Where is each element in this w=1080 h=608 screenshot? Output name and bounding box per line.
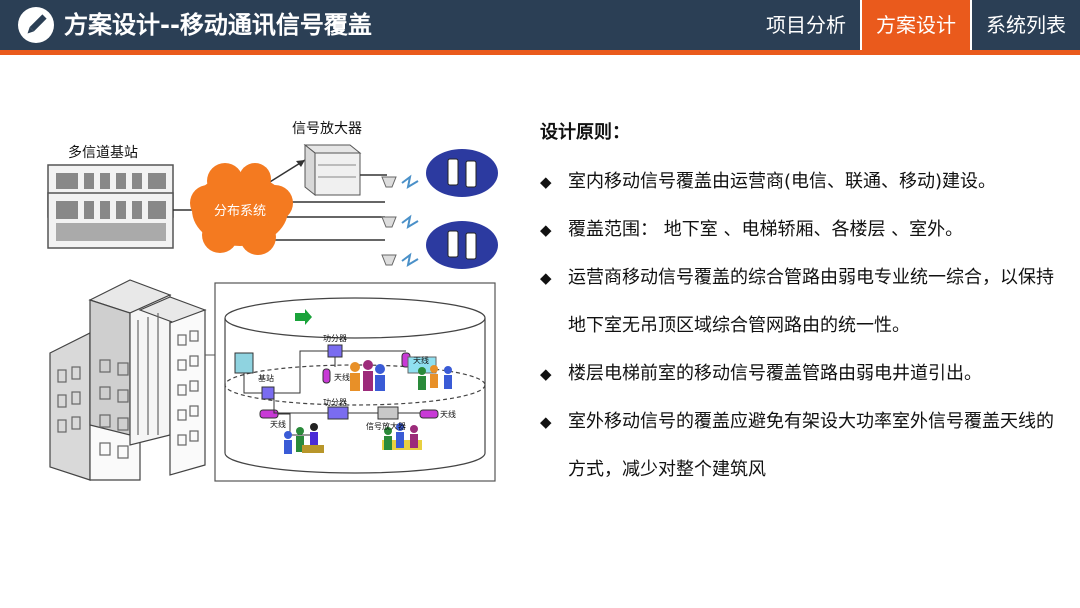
principle-text: 运营商移动信号覆盖的综合管路由弱电专业统一综合，以保持地下室无吊顶区域综合管网路…: [568, 267, 1054, 336]
inset-splitter: [261, 386, 275, 400]
inset-splitter: [327, 344, 343, 358]
principle-item: ◆ 室内移动信号覆盖由运营商(电信、联通、移动)建设。: [540, 158, 1070, 206]
principle-item: ◆ 覆盖范围： 地下室 、电梯轿厢、各楼层 、室外。: [540, 206, 1070, 254]
nav-item-system-list[interactable]: 系统列表: [986, 13, 1066, 37]
inset-label-amplifier: 信号放大器: [366, 421, 406, 431]
diamond-bullet-icon: ◆: [540, 413, 552, 431]
page-title: 方案设计--移动通讯信号覆盖: [64, 11, 372, 39]
base-station-box: [234, 352, 254, 374]
nav-item-project-analysis[interactable]: 项目分析: [766, 13, 846, 37]
principle-text: 室外移动信号的覆盖应避免有架设大功率室外信号覆盖天线的方式，减少对整个建筑风: [568, 411, 1054, 480]
diamond-bullet-icon: ◆: [540, 173, 552, 191]
header-bar: 方案设计--移动通讯信号覆盖 项目分析 方案设计 系统列表: [0, 0, 1080, 50]
coverage-diagram: 多信道基站 分布系统 信号放大器: [30, 105, 510, 490]
principle-text: 室内移动信号覆盖由运营商(电信、联通、移动)建设。: [568, 171, 997, 192]
inset-splitter: [327, 406, 349, 420]
base-station-label: 多信道基站: [68, 144, 138, 161]
nav-divider: [970, 0, 972, 50]
floor-cylinder: [224, 297, 486, 474]
coverage-diagram-svg: 多信道基站 分布系统 信号放大器: [47, 121, 498, 482]
building-icon: [49, 279, 207, 481]
nav-item-solution-design[interactable]: 方案设计: [862, 0, 970, 50]
inset-label-antenna-2: 天线: [413, 355, 429, 365]
top-nav: 项目分析 方案设计 系统列表: [752, 0, 1080, 50]
principle-item: ◆ 楼层电梯前室的移动信号覆盖管路由弱电井道引出。: [540, 350, 1070, 398]
principle-text: 楼层电梯前室的移动信号覆盖管路由弱电井道引出。: [568, 363, 982, 384]
mobile-phones-icon: [426, 149, 498, 269]
principle-item: ◆ 室外移动信号的覆盖应避免有架设大功率室外信号覆盖天线的方式，减少对整个建筑风: [540, 398, 1070, 494]
cloud-label: 分布系统: [214, 204, 266, 219]
header-accent-bar: [0, 50, 1080, 55]
principles-heading: 设计原则：: [540, 122, 630, 143]
base-station-icon: [47, 164, 174, 249]
amplifier-icon: [303, 143, 362, 197]
inset-label-antenna-4: 天线: [270, 419, 286, 429]
principle-item: ◆ 运营商移动信号覆盖的综合管路由弱电专业统一综合，以保持地下室无吊顶区域综合管…: [540, 254, 1070, 350]
distribution-cloud-icon: [190, 163, 293, 255]
ceiling-antenna-icon: [381, 176, 397, 266]
inset-label-antenna-1: 天线: [334, 372, 350, 382]
inset-label-antenna-3: 天线: [440, 409, 456, 419]
design-principles: 设计原则： ◆ 室内移动信号覆盖由运营商(电信、联通、移动)建设。 ◆ 覆盖范围…: [540, 118, 1070, 494]
green-arrow-icon: [295, 309, 312, 325]
diamond-bullet-icon: ◆: [540, 365, 552, 383]
inset-label-splitter-mid: 功分器: [323, 397, 347, 407]
inset-amplifier: [377, 406, 399, 420]
amplifier-label: 信号放大器: [292, 121, 362, 137]
nav-divider: [860, 0, 862, 50]
people-icon: [284, 356, 452, 454]
inset-label-base-station: 基站: [258, 373, 274, 383]
diamond-bullet-icon: ◆: [540, 221, 552, 239]
principle-text: 覆盖范围： 地下室 、电梯轿厢、各楼层 、室外。: [568, 219, 964, 240]
pencil-logo-icon: [18, 7, 54, 43]
diamond-bullet-icon: ◆: [540, 269, 552, 287]
inset-label-splitter-top: 功分器: [323, 333, 347, 343]
